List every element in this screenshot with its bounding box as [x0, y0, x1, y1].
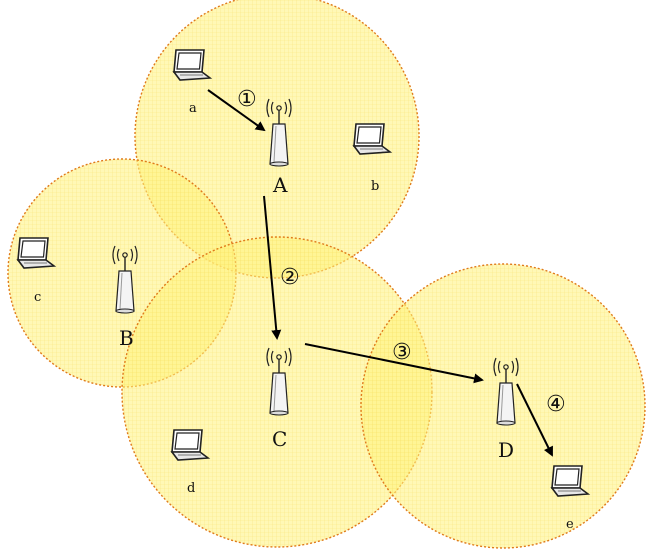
ap-label-d: D [498, 438, 514, 462]
ap-label-c: C [272, 427, 287, 451]
ap-label-b: B [119, 326, 134, 350]
step-label-1: ① [237, 87, 257, 112]
ap-label-a: A [272, 173, 288, 197]
route-arrow-2 [263, 195, 282, 340]
step-label-2: ② [280, 265, 300, 290]
step-label-3: ③ [392, 340, 412, 365]
step-label-4: ④ [546, 392, 566, 417]
route-arrow-4 [516, 383, 553, 457]
device-label-c: c [34, 290, 41, 305]
device-label-a: a [189, 101, 197, 116]
route-arrow-1 [207, 89, 266, 132]
coverage-areas [7, 0, 646, 549]
device-label-b: b [371, 179, 379, 194]
route-arrow-3 [304, 343, 484, 384]
route-arrows [207, 89, 553, 457]
device-label-d: d [187, 481, 195, 496]
device-label-e: e [566, 517, 574, 532]
